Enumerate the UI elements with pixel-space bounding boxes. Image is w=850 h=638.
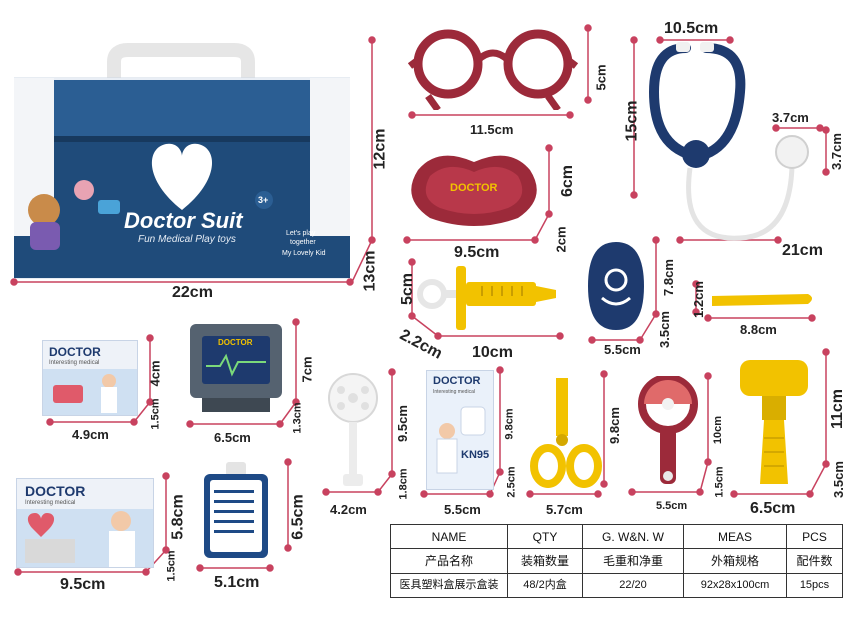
box-depth-label: 13cm xyxy=(361,250,379,292)
glasses-width-label: 11.5cm xyxy=(470,122,514,137)
card-small-title: DOCTOR xyxy=(49,345,101,359)
scissors-width-label: 5.7cm xyxy=(546,502,583,517)
head-mirror-depth-label: 1.8cm xyxy=(397,468,410,500)
hammer-height-label: 11cm xyxy=(829,388,847,430)
header-pcs: PCS xyxy=(786,523,843,550)
thermometer-height-label: 10cm xyxy=(712,415,725,445)
tray-brand: DOCTOR xyxy=(450,182,498,194)
scissors-toy xyxy=(530,378,602,488)
header-meas-cn: 外箱规格 xyxy=(683,548,787,574)
header-name: NAME xyxy=(390,523,508,550)
glasses-height-label: 5cm xyxy=(593,64,609,91)
header-qty-cn: 装箱数量 xyxy=(507,548,583,574)
value-qty: 48/2内盒 xyxy=(507,572,583,599)
monitor-toy: DOCTOR xyxy=(188,322,284,416)
box-title: Doctor Suit xyxy=(124,208,243,233)
slogan-line-1: Let's play xyxy=(286,230,316,237)
card-small-subtitle: Interesting medical xyxy=(49,360,100,366)
stethoscope-length-label: 21cm xyxy=(782,242,823,259)
thermometer-toy xyxy=(638,376,698,484)
tray-height-label: 6cm xyxy=(559,164,577,198)
box-height-label: 12cm xyxy=(371,128,389,170)
slogan-line-3: My Lovely Kid xyxy=(282,250,326,257)
card-large-width-label: 9.5cm xyxy=(60,576,106,593)
monitor-width-label: 6.5cm xyxy=(214,430,251,445)
kidney-tray-toy: DOCTOR xyxy=(408,148,540,228)
card-small-depth-label: 1.5cm xyxy=(149,398,162,430)
card-large-depth-label: 1.5cm xyxy=(165,550,178,582)
mask-pack-title: DOCTOR xyxy=(433,375,481,387)
tray-depth-label: 2cm xyxy=(553,226,569,253)
header-weight-cn: 毛重和净重 xyxy=(582,548,684,574)
spec-header-en-row: NAME QTY G. W&N. W MEAS PCS xyxy=(390,523,843,550)
tongue-height-label: 1.2cm xyxy=(690,281,706,318)
otoscope-width-label: 5.5cm xyxy=(604,342,641,357)
tongue-width-label: 8.8cm xyxy=(740,322,777,337)
header-meas: MEAS xyxy=(683,523,787,550)
spec-table: NAME QTY G. W&N. W MEAS PCS 产品名称 装箱数量 毛重… xyxy=(390,523,843,599)
header-qty: QTY xyxy=(507,523,583,550)
box-width-label: 22cm xyxy=(172,284,213,301)
monitor-height-label: 7cm xyxy=(299,356,315,383)
doctor-card-small: DOCTOR Interesting medical xyxy=(42,340,138,416)
spec-value-row: 医具塑料盒展示盒装 48/2内盒 22/20 92x28x100cm 15pcs xyxy=(390,572,843,599)
mask-pack-depth-label: 2.5cm xyxy=(505,466,518,498)
badge-width-label: 5.1cm xyxy=(214,574,260,591)
glasses-toy xyxy=(408,29,579,110)
mask-pack-subtitle: Interesting medical xyxy=(433,389,475,395)
box-subtitle: Fun Medical Play toys xyxy=(138,234,236,245)
stethoscope-width-label: 10.5cm xyxy=(664,20,719,37)
mask-pack-product: KN95 xyxy=(461,449,490,461)
value-weight: 22/20 xyxy=(582,572,684,599)
header-name-cn: 产品名称 xyxy=(390,548,508,574)
mask-pack-height-label: 9.8cm xyxy=(503,408,516,440)
id-badge-toy xyxy=(204,462,268,558)
otoscope-pad-toy xyxy=(588,242,644,330)
stethoscope-chest-height-label: 3.7cm xyxy=(828,133,844,170)
stethoscope-chest-width-label: 3.7cm xyxy=(772,110,809,125)
product-box: Doctor Suit Fun Medical Play toys 3+ Let… xyxy=(13,40,351,280)
header-weight: G. W&N. W xyxy=(582,523,684,550)
syringe-height-label: 5cm xyxy=(399,272,417,306)
tray-width-label: 9.5cm xyxy=(454,244,500,261)
thermometer-depth-label: 1.5cm xyxy=(713,466,726,498)
otoscope-height-label: 7.8cm xyxy=(660,259,676,296)
kn95-mask-pack: DOCTOR Interesting medical KN95 xyxy=(426,370,494,490)
value-meas: 92x28x100cm xyxy=(683,572,787,599)
hammer-depth-label: 3.5cm xyxy=(830,461,846,498)
scissors-height-label: 9.8cm xyxy=(606,407,622,444)
tongue-depressor-toy xyxy=(712,294,812,306)
badge-height-label: 6.5cm xyxy=(289,494,307,540)
stethoscope-toy xyxy=(648,42,809,241)
card-large-subtitle: Interesting medical xyxy=(25,500,76,506)
hammer-width-label: 6.5cm xyxy=(750,500,796,517)
card-large-height-label: 5.8cm xyxy=(169,494,187,540)
value-pcs: 15pcs xyxy=(786,572,843,599)
monitor-brand: DOCTOR xyxy=(218,338,253,347)
stethoscope-height-label: 15cm xyxy=(623,100,641,142)
reflex-hammer-toy xyxy=(740,360,808,484)
syringe-width-label: 10cm xyxy=(472,344,513,361)
spec-header-cn-row: 产品名称 装箱数量 毛重和净重 外箱规格 配件数 xyxy=(390,548,843,574)
head-mirror-width-label: 4.2cm xyxy=(330,502,367,517)
slogan-line-2: together xyxy=(290,239,316,246)
mask-pack-width-label: 5.5cm xyxy=(444,502,481,517)
card-large-title: DOCTOR xyxy=(25,483,86,499)
box-illustration xyxy=(13,43,351,279)
syringe-toy xyxy=(417,266,556,330)
otoscope-depth-label: 3.5cm xyxy=(656,311,672,348)
header-pcs-cn: 配件数 xyxy=(786,548,843,574)
age-badge: 3+ xyxy=(258,195,269,205)
thermometer-width-label: 5.5cm xyxy=(656,500,688,512)
head-mirror-toy xyxy=(328,373,378,486)
card-small-width-label: 4.9cm xyxy=(72,427,109,442)
monitor-depth-label: 1.3cm xyxy=(291,402,304,434)
card-small-height-label: 4cm xyxy=(147,360,163,387)
doctor-card-large: DOCTOR Interesting medical xyxy=(16,478,154,568)
head-mirror-height-label: 9.5cm xyxy=(394,405,410,442)
value-name: 医具塑料盒展示盒装 xyxy=(390,572,508,599)
